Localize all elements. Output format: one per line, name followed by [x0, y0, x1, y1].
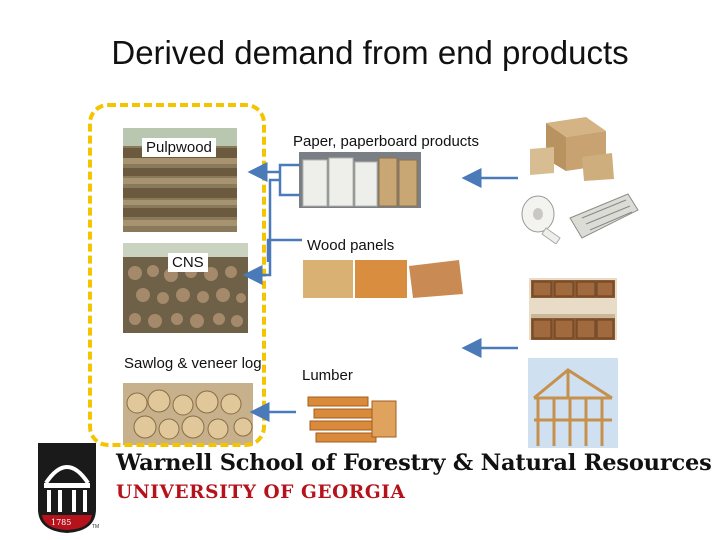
cns-label: CNS: [168, 253, 208, 272]
kitchen-cabinets-photo: [529, 278, 617, 340]
lumber-label: Lumber: [302, 367, 353, 384]
logo-trademark: TM: [92, 524, 100, 530]
wood-panels-label: Wood panels: [307, 237, 395, 254]
toilet-paper-newspaper-photo: [516, 188, 640, 244]
sawlog-label: Sawlog & veneer log: [124, 355, 262, 372]
sawlog-photo: [123, 383, 253, 445]
wood-panels-photo: [303, 258, 463, 300]
pulpwood-label: Pulpwood: [142, 138, 216, 157]
lumber-photo: [302, 387, 398, 445]
logo-year: 1785: [51, 518, 72, 527]
school-name: Warnell School of Forestry & Natural Res…: [116, 450, 712, 476]
paper-products-label: Paper, paperboard products: [293, 133, 479, 150]
arch-logo-icon: [36, 443, 98, 533]
university-name: UNIVERSITY OF GEORGIA: [116, 482, 406, 503]
slide-title: Derived demand from end products: [111, 34, 629, 71]
house-framing-photo: [528, 358, 618, 448]
cardboard-boxes-photo: [526, 113, 618, 185]
paper-rolls-photo: [299, 152, 421, 208]
raw-materials-highlight: [88, 103, 266, 447]
